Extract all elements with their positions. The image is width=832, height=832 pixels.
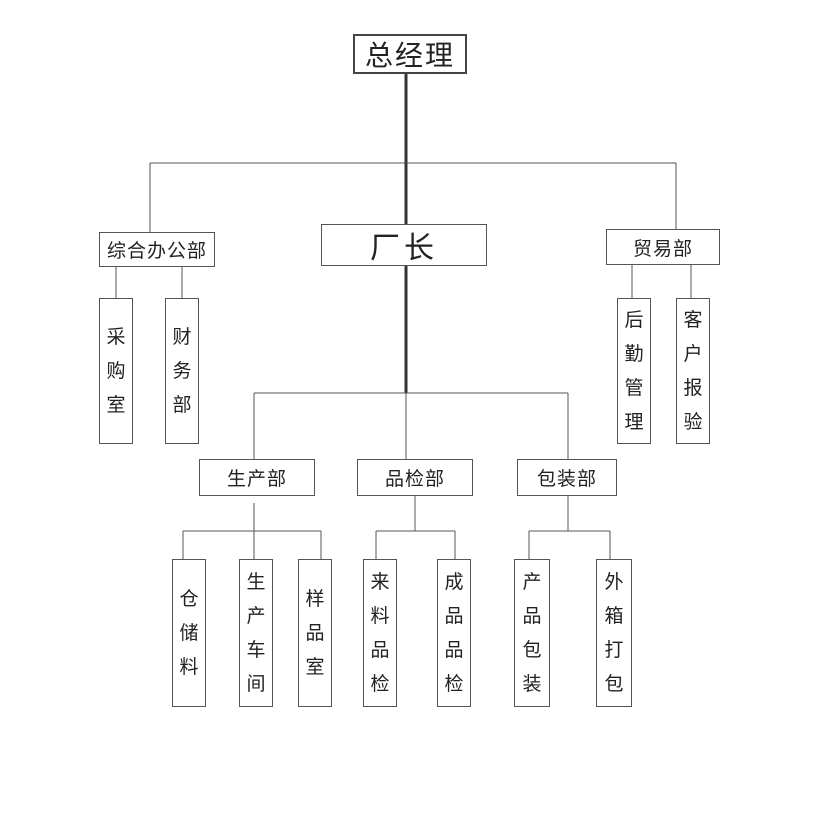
node-finance: 财务部 (165, 298, 199, 444)
node-product-packing: 产品包装 (514, 559, 550, 707)
node-office: 综合办公部 (99, 232, 215, 267)
node-incoming-qc: 来料品检 (363, 559, 397, 707)
node-sample-room: 样品室 (298, 559, 332, 707)
node-finished-qc: 成品品检 (437, 559, 471, 707)
node-factory-director: 厂长 (321, 224, 487, 266)
node-logistics: 后勤管理 (617, 298, 651, 444)
node-outer-packing: 外箱打包 (596, 559, 632, 707)
node-warehouse: 仓储料 (172, 559, 206, 707)
node-customs: 客户报验 (676, 298, 710, 444)
node-production: 生产部 (199, 459, 315, 496)
node-trade: 贸易部 (606, 229, 720, 265)
node-qc: 品检部 (357, 459, 473, 496)
node-packaging: 包装部 (517, 459, 617, 496)
node-general-manager: 总经理 (353, 34, 467, 74)
node-workshop: 生产车间 (239, 559, 273, 707)
node-procurement: 采购室 (99, 298, 133, 444)
